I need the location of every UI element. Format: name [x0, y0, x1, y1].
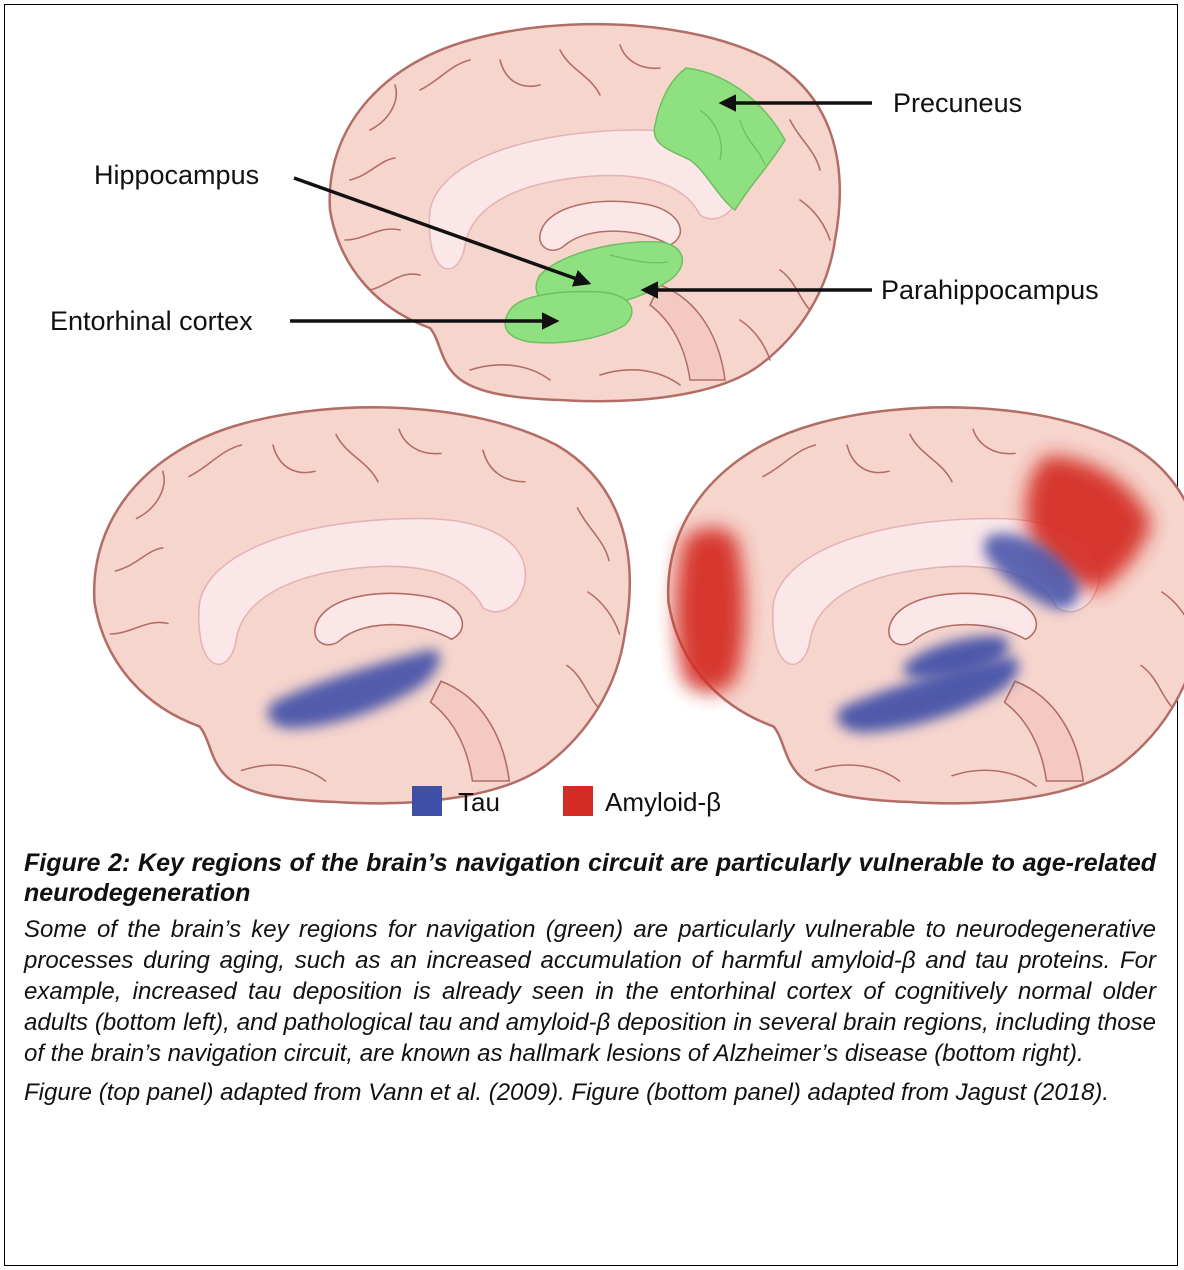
label-precuneus: Precuneus: [893, 88, 1022, 118]
legend-tau-swatch: [412, 786, 442, 816]
legend-amyloid-swatch: [563, 786, 593, 816]
caption-source: Figure (top panel) adapted from Vann et …: [24, 1077, 1156, 1108]
caption-title: Figure 2: Key regions of the brain’s nav…: [24, 848, 1156, 908]
label-hippocampus: Hippocampus: [94, 160, 259, 190]
legend: Tau Amyloid-β: [412, 786, 721, 817]
caption-body: Some of the brain’s key regions for navi…: [24, 914, 1156, 1069]
figure-illustration: Precuneus Hippocampus Parahippocampus En…: [0, 0, 1184, 840]
amyloid-deposit-frontal: [676, 528, 744, 693]
label-entorhinal-cortex: Entorhinal cortex: [50, 306, 253, 336]
top-brain: [330, 24, 840, 401]
label-parahippocampus: Parahippocampus: [881, 275, 1099, 305]
bottom-right-brain: [668, 407, 1184, 803]
bottom-left-brain: [94, 407, 630, 803]
figure-caption: Figure 2: Key regions of the brain’s nav…: [24, 848, 1156, 1116]
legend-amyloid-label: Amyloid-β: [605, 787, 721, 817]
legend-tau-label: Tau: [458, 787, 500, 817]
